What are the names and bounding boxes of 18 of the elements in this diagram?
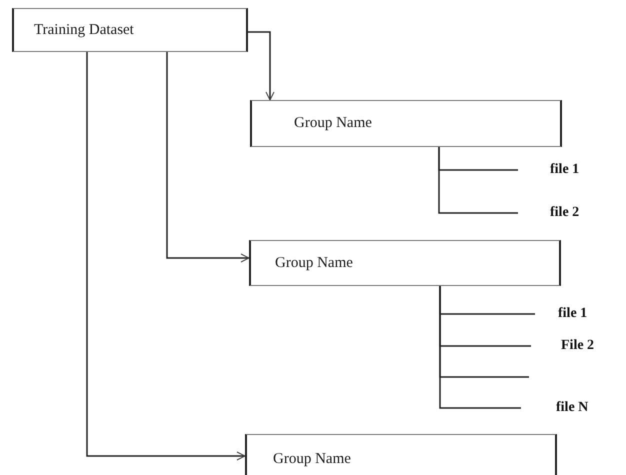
group-box bbox=[245, 434, 557, 475]
box-label: Group Name bbox=[273, 450, 351, 468]
group-box bbox=[250, 100, 562, 147]
group-box bbox=[12, 8, 248, 52]
group-box bbox=[249, 240, 561, 286]
arrow bbox=[86, 52, 246, 460]
connector-line bbox=[438, 147, 518, 214]
box-label: Group Name bbox=[294, 115, 372, 132]
file-label: File 2 bbox=[561, 338, 594, 354]
box-label: Training Dataset bbox=[34, 22, 134, 38]
box-label: Group Name bbox=[275, 254, 353, 272]
file-label: file N bbox=[556, 400, 588, 416]
connector-line bbox=[439, 286, 521, 409]
file-label: file 2 bbox=[550, 205, 580, 221]
arrow bbox=[248, 31, 274, 100]
file-label: file 1 bbox=[550, 162, 580, 178]
arrow bbox=[166, 52, 250, 262]
file-label: file 1 bbox=[558, 306, 588, 322]
